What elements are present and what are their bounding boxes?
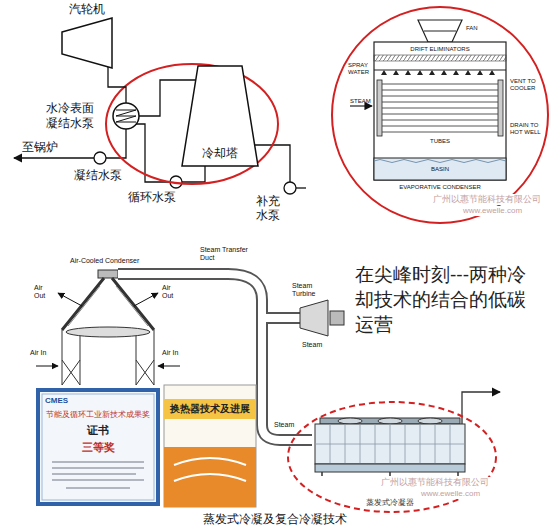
steam-cycle-piping-part bbox=[255, 145, 290, 182]
book-title-band bbox=[164, 399, 256, 419]
evaporative-condenser-figure-part bbox=[374, 158, 506, 180]
certificate-title: 节能及循环工业新技术成果奖 bbox=[40, 410, 156, 419]
outlet-label: 至锅炉 bbox=[22, 140, 58, 155]
tower-outline bbox=[182, 66, 258, 166]
steam-cycle-piping-part bbox=[284, 182, 296, 194]
air-cooled-condenser-figure-part bbox=[58, 293, 82, 306]
caption: 蒸发式冷凝及复合冷凝技术 bbox=[203, 512, 347, 526]
evaporative-condenser-figure-part bbox=[424, 31, 456, 32]
award-grade: 三等奖 bbox=[36, 440, 160, 454]
part-label: DRAIN TO HOT WELL bbox=[510, 122, 543, 136]
flow-label: Steam bbox=[274, 420, 294, 429]
evaporative-condenser-figure-part bbox=[374, 160, 506, 163]
watermark: www.ewelle.com bbox=[420, 489, 481, 499]
evaporative-condenser-figure-part bbox=[498, 80, 503, 136]
part-label: TUBES bbox=[429, 137, 451, 145]
unit-fan-deck bbox=[320, 418, 460, 424]
part-label: BASIN bbox=[430, 165, 450, 173]
unit-panels bbox=[315, 424, 465, 464]
unit-body bbox=[315, 424, 465, 464]
pipe-connector bbox=[139, 80, 196, 116]
unit-fans bbox=[338, 418, 442, 424]
air-cooled-condenser-figure-part bbox=[68, 286, 148, 326]
flow-label: Air Out bbox=[34, 284, 54, 300]
watermark: 广州以惠节能科技有限公司 bbox=[380, 477, 490, 488]
air-cooled-condenser-figure-part bbox=[134, 293, 158, 306]
certificate: CMES 节能及循环工业新技术成果奖证书三等奖 bbox=[36, 388, 162, 506]
part-label: VENT TO COOLER bbox=[510, 78, 542, 92]
evaporative-condenser-figure-part bbox=[418, 20, 462, 42]
highlight-dashed-ellipse bbox=[288, 402, 496, 512]
steam-cycle-piping-part bbox=[182, 166, 205, 182]
evaporative-condenser-figure bbox=[332, 7, 548, 223]
condenser: 水冷表面 凝结水泵 bbox=[46, 100, 141, 132]
condenser-coil bbox=[116, 110, 136, 122]
evaporative-condenser-figure-part bbox=[374, 42, 506, 180]
air-cooled-condenser-figure bbox=[36, 270, 180, 385]
part-label: SPRAY WATER bbox=[348, 62, 372, 76]
part-label: FAN bbox=[466, 24, 478, 32]
part-label: Steam bbox=[302, 340, 322, 349]
part-label: DRIFT ELIMINATORS bbox=[410, 45, 469, 53]
turbine-label: 汽轮机 bbox=[58, 2, 116, 17]
pump-label: 凝结水泵 bbox=[74, 168, 122, 183]
unit-legs bbox=[322, 472, 458, 476]
air-cooled-condenser-figure-part bbox=[98, 270, 118, 278]
pipe-connector bbox=[108, 67, 126, 103]
book-cover: 换热器技术及进展 bbox=[164, 385, 258, 507]
part-label: Air-Cooled Condenser bbox=[70, 256, 139, 265]
evaporative-condenser-figure-part bbox=[374, 69, 506, 70]
steam-cycle-piping-part bbox=[296, 187, 306, 188]
evaporative-condenser-figure-part bbox=[350, 105, 372, 106]
air-cooled-condenser-figure-part bbox=[36, 366, 58, 367]
air-cooled-condenser-figure-part bbox=[62, 330, 154, 385]
turbine: 汽轮机 bbox=[58, 2, 118, 70]
watermark: 广州以惠节能科技有限公司 bbox=[432, 194, 542, 205]
cooling-tower: 冷却塔 bbox=[182, 66, 260, 166]
watermark: www.ewelle.com bbox=[462, 206, 523, 216]
steam-duct-part bbox=[330, 311, 344, 325]
evaporative-condenser-figure-part bbox=[382, 84, 498, 132]
air-cooled-condenser-figure-part bbox=[66, 327, 150, 337]
book-lower-panel bbox=[164, 447, 256, 507]
part-label: Steam Turbine bbox=[292, 282, 324, 298]
turbine-outline bbox=[62, 18, 112, 68]
air-cooled-condenser-figure-part bbox=[62, 278, 154, 330]
flow-label: Air Out bbox=[162, 284, 182, 300]
pump-label: 循环水泵 bbox=[128, 190, 176, 205]
evaporative-condenser-figure-part bbox=[377, 80, 382, 136]
part-label: Steam Transfer Duct bbox=[200, 246, 248, 262]
air-cooled-condenser-figure-part bbox=[158, 366, 180, 367]
steam-cycle-piping-part bbox=[14, 157, 94, 158]
flow-label: Air In bbox=[30, 348, 46, 357]
part-label: EVAPORATIVE CONDENSER bbox=[399, 183, 480, 191]
pump-label: 补充水泵 bbox=[256, 194, 281, 222]
unit-label: 蒸发式冷凝器 bbox=[310, 498, 470, 507]
highlight-ellipse bbox=[106, 64, 278, 184]
part-label: STEAM bbox=[350, 97, 371, 105]
condenser-outline bbox=[113, 103, 139, 129]
book-decoration bbox=[174, 458, 246, 481]
book-outline bbox=[164, 385, 256, 507]
headline-note: 在尖峰时刻---两种冷却技术的结合的低碳运营 bbox=[355, 262, 535, 337]
certificate-heading: 证书 bbox=[36, 423, 160, 437]
evaporative-condenser-figure-part bbox=[374, 55, 506, 61]
unit-basin bbox=[315, 464, 465, 472]
tower-label: 冷却塔 bbox=[182, 146, 258, 161]
book-title: 换热器技术及进展 bbox=[164, 402, 256, 415]
steam-duct-part bbox=[258, 314, 300, 322]
evaporative-condenser-figure-part bbox=[332, 7, 548, 223]
certificate-body-lines bbox=[52, 462, 144, 488]
evaporative-condenser-figure-part bbox=[381, 70, 495, 75]
steam-cycle-piping-part bbox=[94, 152, 106, 164]
steam-duct-part bbox=[300, 300, 328, 336]
condenser-label: 水冷表面 凝结水泵 bbox=[46, 101, 98, 131]
flow-label: Air In bbox=[162, 348, 178, 357]
certificate-logo: CMES bbox=[45, 396, 68, 406]
